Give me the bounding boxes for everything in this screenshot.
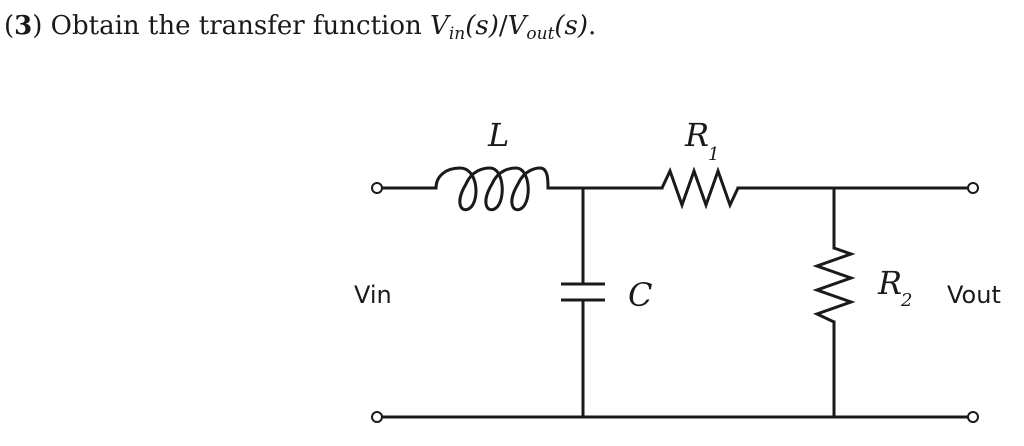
problem-statement: (3) Obtain the transfer function Vin(s)/…: [4, 8, 596, 44]
input-terminal-bottom: [371, 411, 383, 423]
inductor-label: L: [487, 116, 509, 154]
problem-number-close: ): [32, 11, 43, 41]
capacitor-symbol: [561, 282, 605, 302]
circuit-wires: [380, 186, 970, 419]
resistor-r1-symbol: [660, 166, 740, 210]
output-voltage-label: Vout: [947, 281, 1001, 309]
vin-subscript: in: [448, 24, 466, 44]
sentence-period: .: [588, 11, 597, 41]
resistor-r2-symbol: [812, 246, 856, 324]
problem-number: 3: [14, 11, 33, 41]
input-terminal-top: [371, 182, 383, 194]
input-voltage-label: Vin: [354, 281, 392, 309]
resistor-r2-label: R: [877, 264, 902, 302]
resistor-r2-subscript: 2: [900, 290, 912, 311]
problem-number-open: (: [4, 11, 15, 41]
output-terminal-bottom: [967, 411, 979, 423]
vout-argument: (s): [554, 11, 589, 41]
fraction-slash: /: [498, 11, 508, 41]
resistor-r1-label: R: [684, 116, 709, 154]
problem-text: Obtain the transfer function: [50, 11, 422, 41]
output-terminal-top: [967, 182, 979, 194]
capacitor-label: C: [628, 276, 652, 314]
vout-symbol: V: [507, 11, 527, 41]
vout-subscript: out: [526, 24, 555, 44]
vin-argument: (s): [465, 11, 499, 41]
resistor-r1-subscript: 1: [708, 144, 719, 165]
vin-symbol: V: [430, 11, 449, 41]
inductor-symbol: [434, 166, 550, 212]
